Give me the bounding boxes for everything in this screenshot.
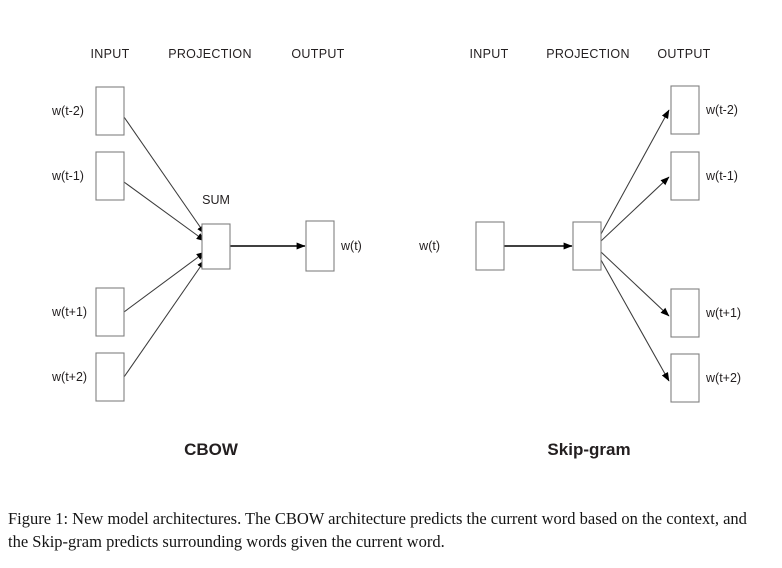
- skipgram-output-box-wt+1: [670, 288, 700, 338]
- skipgram-model-title: Skip-gram: [547, 440, 630, 459]
- cbow-edge-wt+1-to-sum: [123, 251, 206, 313]
- figure-caption: Figure 1: New model architectures. The C…: [8, 509, 747, 551]
- skipgram-output-node-wt-1: w(t-1): [670, 151, 738, 201]
- skipgram-input-node-wt: w(t): [418, 221, 505, 271]
- cbow-input-node-wt-1: w(t-1): [51, 151, 125, 201]
- skipgram-output-label-wt+2: w(t+2): [705, 371, 741, 385]
- cbow-output-box-wt: [305, 220, 335, 272]
- cbow-output-node-wt: w(t): [305, 220, 362, 272]
- cbow-input-node-wt+1: w(t+1): [51, 287, 125, 337]
- skipgram-output-node-wt+1: w(t+1): [670, 288, 741, 338]
- cbow-input-box-wt-1: [95, 151, 125, 201]
- skipgram-connections: [504, 109, 670, 382]
- cbow-header-projection: PROJECTION: [168, 47, 252, 61]
- skipgram-output-label-wt-2: w(t-2): [705, 103, 738, 117]
- cbow-projection-box-sum: [201, 223, 231, 270]
- cbow-input-box-wt+2: [95, 352, 125, 402]
- skipgram-output-box-wt-1: [670, 151, 700, 201]
- cbow-edge-wt-2-to-sum: [123, 116, 206, 235]
- skipgram-output-box-wt-2: [670, 85, 700, 135]
- skipgram-edge-projection-to-wt+2: [600, 259, 670, 382]
- skipgram-output-label-wt+1: w(t+1): [705, 306, 741, 320]
- skipgram-output-box-wt+2: [670, 353, 700, 403]
- skipgram-header-output: OUTPUT: [657, 47, 710, 61]
- cbow-projection-label-sum: SUM: [202, 193, 230, 207]
- cbow-edge-wt+2-to-sum: [123, 259, 206, 378]
- cbow-input-box-wt+1: [95, 287, 125, 337]
- skipgram-input-box-wt: [475, 221, 505, 271]
- cbow-model-title: CBOW: [184, 440, 239, 459]
- skipgram-output-node-wt-2: w(t-2): [670, 85, 738, 135]
- cbow-header-input: INPUT: [91, 47, 130, 61]
- skipgram-edge-projection-to-wt-2: [600, 109, 670, 235]
- skipgram-projection-box: [572, 221, 602, 271]
- skipgram-output-label-wt-1: w(t-1): [705, 169, 738, 183]
- skipgram-edge-projection-to-wt+1: [600, 251, 670, 317]
- skipgram-edge-projection-to-wt-1: [600, 176, 670, 242]
- cbow-input-label-wt+1: w(t+1): [51, 305, 87, 319]
- cbow-input-node-wt+2: w(t+2): [51, 352, 125, 402]
- skipgram-input-label-wt: w(t): [418, 239, 440, 253]
- skipgram-header-input: INPUT: [470, 47, 509, 61]
- cbow-connections: [123, 116, 306, 378]
- cbow-edge-wt-1-to-sum: [123, 181, 206, 242]
- skipgram-output-node-wt+2: w(t+2): [670, 353, 741, 403]
- cbow-input-label-wt-2: w(t-2): [51, 104, 84, 118]
- cbow-input-box-wt-2: [95, 86, 125, 136]
- architecture-diagram: INPUT PROJECTION OUTPUT w(t-2) w(t-1) w(…: [51, 47, 741, 459]
- cbow-input-node-wt-2: w(t-2): [51, 86, 125, 136]
- cbow-input-label-wt+2: w(t+2): [51, 370, 87, 384]
- cbow-input-label-wt-1: w(t-1): [51, 169, 84, 183]
- cbow-header-output: OUTPUT: [291, 47, 344, 61]
- cbow-output-label-wt: w(t): [340, 239, 362, 253]
- skipgram-projection-node: [572, 221, 602, 271]
- cbow-projection-node-sum: SUM: [201, 193, 231, 270]
- skipgram-header-projection: PROJECTION: [546, 47, 630, 61]
